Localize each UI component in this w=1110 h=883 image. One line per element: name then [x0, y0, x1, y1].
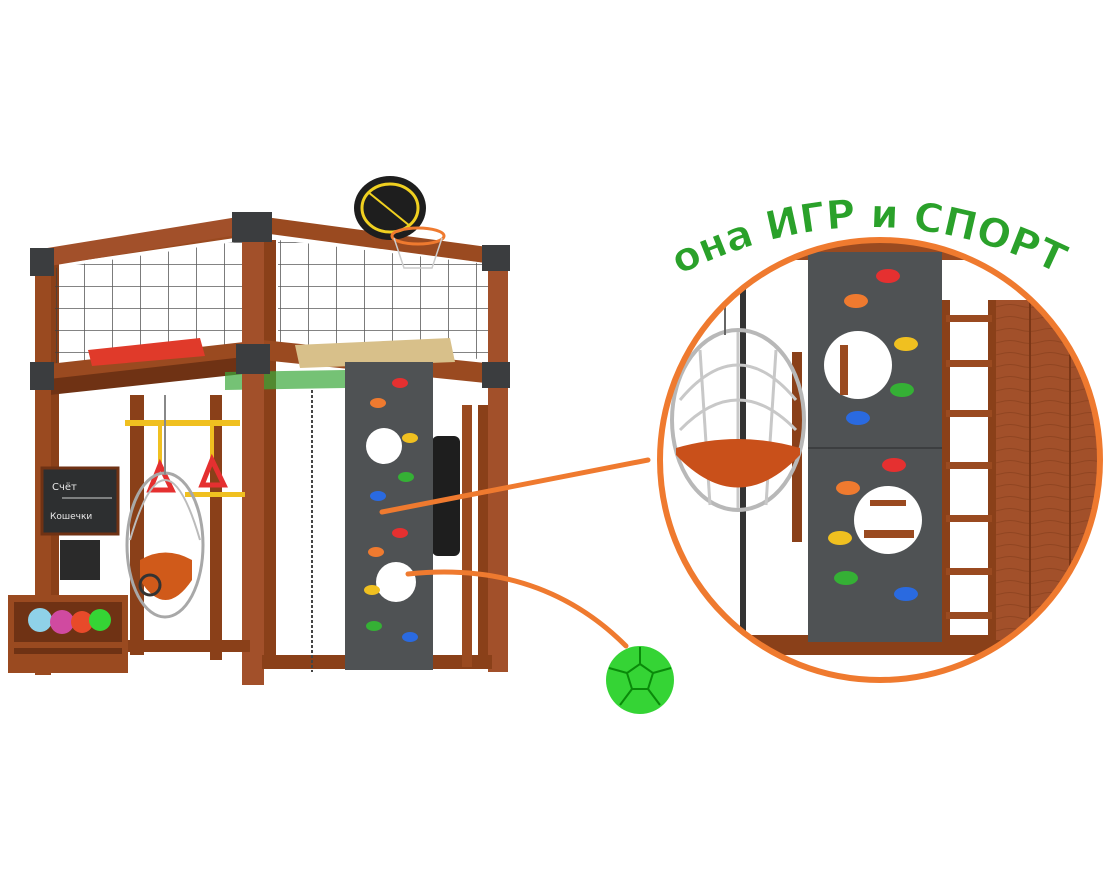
climbing-structure: Счёт Кошечки	[8, 176, 510, 685]
callout-lines	[379, 457, 651, 649]
chalkboard-line2: Кошечки	[50, 512, 92, 522]
ball-icon	[606, 646, 674, 714]
zone-title: Зона ИГР и СПОРТА	[664, 154, 1075, 285]
chalkboard-line1: Счёт	[52, 482, 77, 493]
magnifier-circle	[657, 237, 1103, 683]
